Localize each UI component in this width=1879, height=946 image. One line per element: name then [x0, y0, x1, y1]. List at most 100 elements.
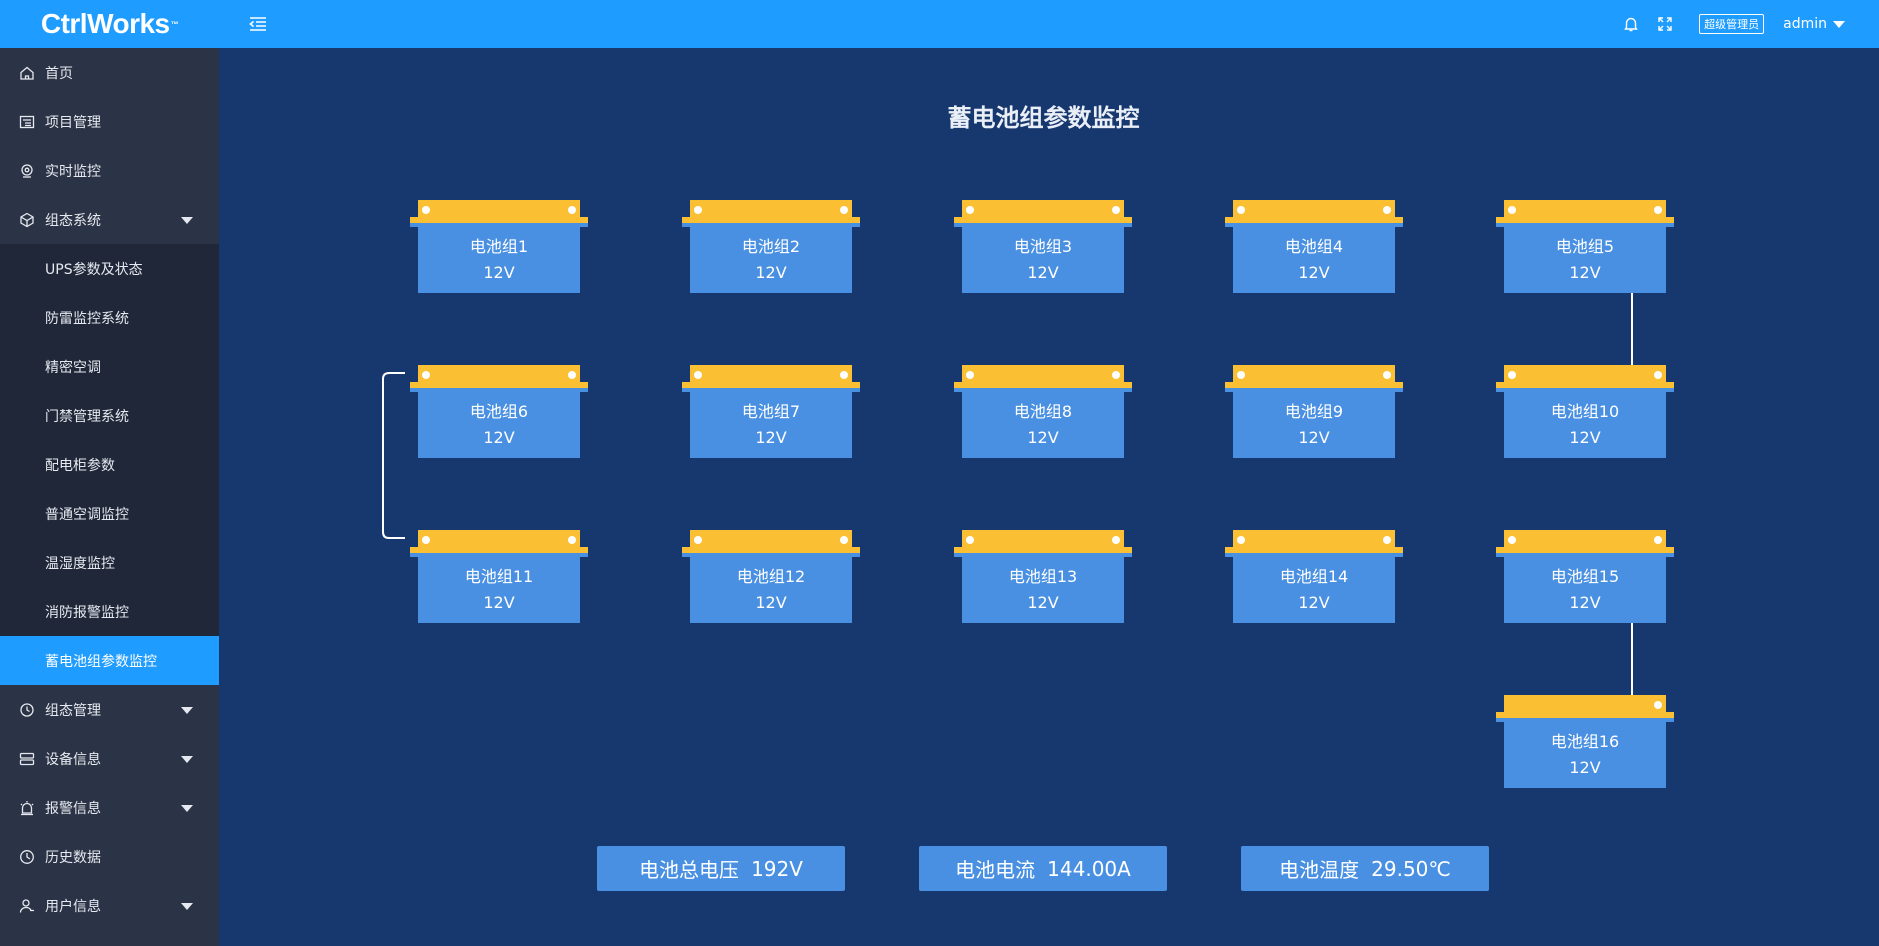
terminal-dot	[1654, 701, 1662, 709]
terminal-dot	[1508, 371, 1516, 379]
sidebar-subitem-lightning[interactable]: 防雷监控系统	[45, 310, 129, 327]
sidebar-item-history[interactable]: 历史数据	[0, 832, 219, 881]
page-title: 蓄电池组参数监控	[947, 104, 1140, 132]
monitor-icon	[19, 163, 35, 179]
sidebar-subitem-precision-ac[interactable]: 精密空调	[45, 359, 101, 376]
sidebar-subitem-cabinet[interactable]: 配电柜参数	[45, 457, 115, 474]
battery-name: 电池组8	[1013, 402, 1073, 421]
battery-name: 电池组3	[1013, 237, 1073, 256]
terminal-dot	[1508, 206, 1516, 214]
sidebar-item-projects[interactable]: 项目管理	[0, 97, 219, 146]
terminal-dot	[1112, 371, 1120, 379]
terminal-dot	[568, 371, 576, 379]
battery-name: 电池组6	[469, 402, 529, 421]
sidebar-item-realtime[interactable]: 实时监控	[0, 146, 219, 195]
sidebar-subitem-humidity[interactable]: 温湿度监控	[45, 555, 115, 572]
battery-name: 电池组5	[1555, 237, 1615, 256]
chevron-down-icon	[1833, 20, 1845, 28]
sidebar-subitem-access[interactable]: 门禁管理系统	[45, 408, 129, 425]
alarm-icon	[19, 800, 35, 816]
chevron-down-icon	[181, 902, 193, 910]
terminal-dot	[1383, 536, 1391, 544]
battery-voltage: 12V	[1027, 428, 1059, 447]
battery-15[interactable]: 电池组15 12V	[1496, 530, 1674, 623]
terminal-dot	[694, 536, 702, 544]
terminal-dot	[1383, 371, 1391, 379]
battery-8[interactable]: 电池组8 12V	[954, 365, 1132, 458]
sidebar-subitem-ac[interactable]: 普通空调监控	[45, 506, 129, 523]
sidebar-item-alarms[interactable]: 报警信息	[0, 783, 219, 832]
terminal-dot	[1654, 371, 1662, 379]
terminal-dot	[1508, 536, 1516, 544]
terminal-dot	[422, 536, 430, 544]
terminal-dot	[1654, 206, 1662, 214]
device-icon	[19, 751, 35, 767]
user-icon	[19, 898, 35, 914]
battery-name: 电池组15	[1550, 567, 1620, 586]
sidebar-subitem-fire[interactable]: 消防报警监控	[45, 604, 129, 621]
fullscreen-icon[interactable]	[1657, 16, 1673, 32]
battery-name: 电池组7	[741, 402, 801, 421]
terminal-dot	[1112, 536, 1120, 544]
terminal-dot	[966, 371, 974, 379]
battery-name: 电池组14	[1279, 567, 1349, 586]
chevron-up-icon	[181, 216, 193, 224]
terminal-dot	[1237, 536, 1245, 544]
terminal-dot	[694, 206, 702, 214]
cube-icon	[19, 212, 35, 228]
battery-voltage: 12V	[755, 263, 787, 282]
terminal-dot	[1237, 371, 1245, 379]
battery-5[interactable]: 电池组5 12V	[1496, 200, 1674, 293]
menu-fold-icon[interactable]	[249, 16, 267, 32]
battery-name: 电池组9	[1284, 402, 1344, 421]
user-menu[interactable]: admin	[1783, 16, 1845, 32]
sidebar-item-home[interactable]: 首页	[0, 48, 219, 97]
terminal-dot	[568, 206, 576, 214]
sidebar-item-devices[interactable]: 设备信息	[0, 734, 219, 783]
config-icon	[19, 702, 35, 718]
battery-name: 电池组16	[1550, 732, 1620, 751]
battery-voltage: 12V	[1569, 263, 1601, 282]
project-icon	[19, 114, 35, 130]
role-badge: 超级管理员	[1699, 14, 1765, 34]
sidebar-item-users[interactable]: 用户信息	[0, 881, 219, 930]
header-actions: 超级管理员 admin	[1623, 0, 1879, 48]
terminal-dot	[966, 536, 974, 544]
sidebar-subitem-ups[interactable]: UPS参数及状态	[45, 261, 143, 278]
chevron-down-icon	[181, 755, 193, 763]
clock-icon	[19, 849, 35, 865]
battery-wiring	[382, 209, 1633, 704]
battery-name: 电池组11	[464, 567, 534, 586]
battery-name: 电池组10	[1550, 402, 1620, 421]
sidebar-item-scada[interactable]: 组态系统	[0, 195, 219, 244]
terminal-dot	[1383, 206, 1391, 214]
terminal-dot	[966, 206, 974, 214]
battery-voltage: 12V	[1569, 593, 1601, 612]
battery-voltage: 12V	[1027, 593, 1059, 612]
terminal-dot	[1112, 206, 1120, 214]
sidebar-subitem-battery[interactable]: 蓄电池组参数监控	[0, 636, 219, 685]
terminal-dot	[568, 536, 576, 544]
terminal-dot	[422, 371, 430, 379]
sidebar-submenu: UPS参数及状态 防雷监控系统 精密空调 门禁管理系统 配电柜参数 普通空调监控…	[0, 244, 219, 685]
sidebar-item-config[interactable]: 组态管理	[0, 685, 219, 734]
bell-icon[interactable]	[1623, 16, 1639, 32]
